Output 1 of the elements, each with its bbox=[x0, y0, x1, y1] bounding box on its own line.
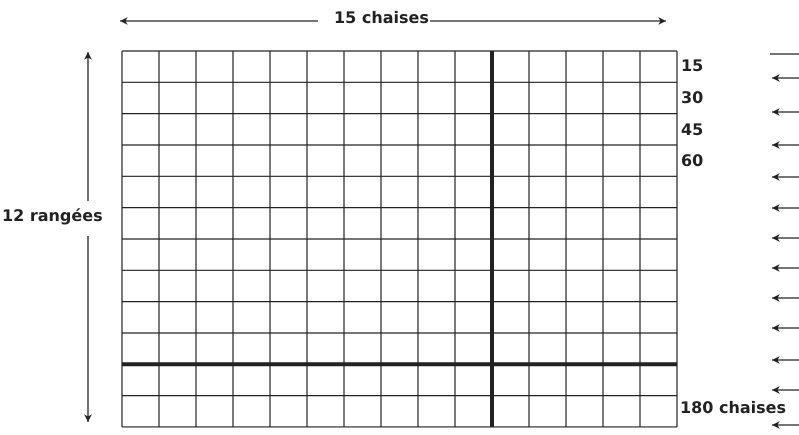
dimension-label: 12 rangées bbox=[2, 206, 103, 226]
